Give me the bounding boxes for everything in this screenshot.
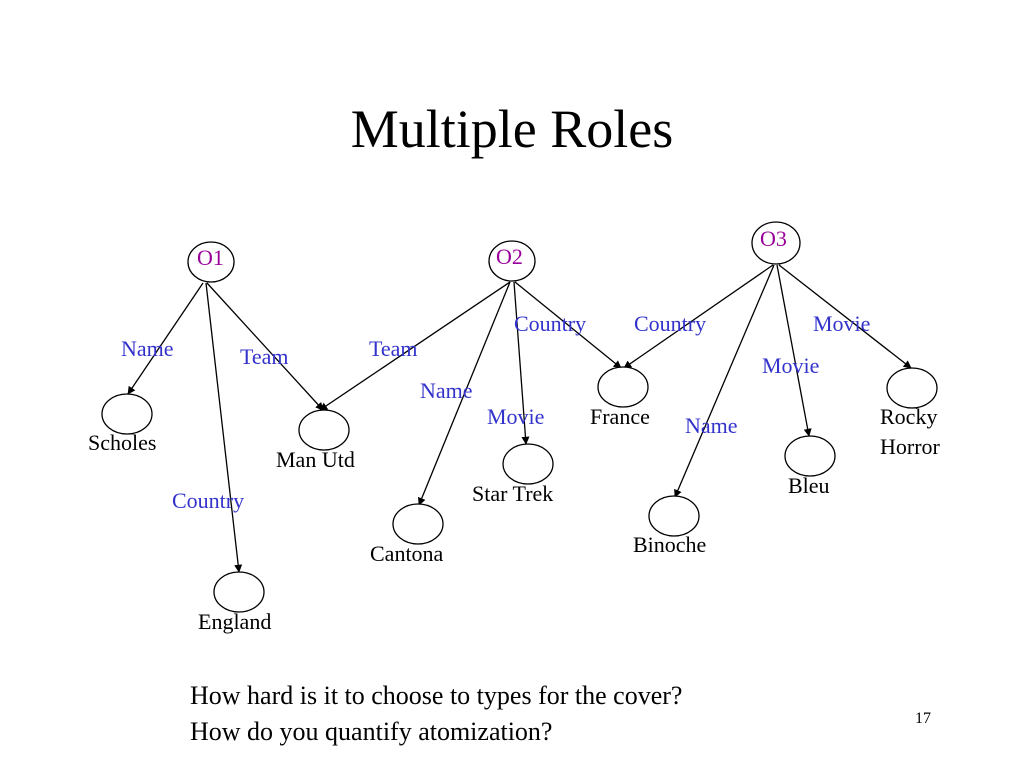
questions-block: How hard is it to choose to types for th… <box>190 678 682 750</box>
edge-o1-manutd <box>206 282 324 411</box>
value-label-startrek: Star Trek <box>472 481 553 506</box>
edge-label-o3-france: Country <box>634 311 706 336</box>
object-label-o1: O1 <box>197 245 224 270</box>
edge-label-o3-rocky: Movie <box>813 311 870 336</box>
edge-o2-manutd <box>319 281 511 411</box>
object-node-o2 <box>488 240 536 282</box>
value-node-france <box>597 366 649 408</box>
object-node-o3 <box>751 221 801 265</box>
edge-o1-england <box>205 282 243 573</box>
edge-label-o2-manutd: Team <box>369 336 418 361</box>
object-label-o3: O3 <box>760 226 787 251</box>
edge-o2-france <box>514 281 622 369</box>
value-label-binoche: Binoche <box>633 532 706 557</box>
edge-label-o1-england: Country <box>172 488 244 513</box>
edges-layer <box>127 264 912 573</box>
edge-o3-france <box>623 264 774 369</box>
value-label-manutd: Man Utd <box>276 447 355 472</box>
question-2: How do you quantify atomization? <box>190 717 553 746</box>
edge-label-o1-scholes: Name <box>121 336 174 361</box>
value-node-scholes <box>101 393 153 435</box>
value-label-bleu: Bleu <box>788 473 830 498</box>
edge-label-o3-bleu: Movie <box>762 353 819 378</box>
value-label-cantona: Cantona <box>370 541 444 566</box>
value-node-rocky <box>886 367 938 409</box>
value-node-startrek <box>502 443 554 485</box>
value-label-scholes: Scholes <box>88 430 156 455</box>
object-node-o1 <box>187 241 235 283</box>
edge-label-o2-startrek: Movie <box>487 404 544 429</box>
page-number: 17 <box>915 710 931 727</box>
question-1: How hard is it to choose to types for th… <box>190 681 683 710</box>
value-node-bleu <box>784 435 836 477</box>
edge-o3-bleu <box>776 264 812 437</box>
value-node-manutd <box>298 409 350 451</box>
object-label-o2: O2 <box>496 244 523 269</box>
value-label-france: France <box>590 404 650 429</box>
edge-o2-cantona <box>418 281 511 506</box>
edge-label-o2-france: Country <box>514 311 586 336</box>
edge-o2-startrek <box>513 281 530 445</box>
value-node-binoche <box>648 495 700 537</box>
edge-o3-binoche <box>674 264 775 498</box>
value-node-england <box>213 571 265 613</box>
edge-o1-scholes <box>127 282 204 395</box>
edge-label-o2-cantona: Name <box>420 378 473 403</box>
slide-title: Multiple Roles <box>350 99 674 159</box>
value-label-england: England <box>198 609 271 634</box>
edge-label-o3-binoche: Name <box>685 413 738 438</box>
edge-o3-rocky <box>778 264 912 369</box>
edge-label-o1-manutd: Team <box>240 344 289 369</box>
value-node-cantona <box>392 503 444 545</box>
